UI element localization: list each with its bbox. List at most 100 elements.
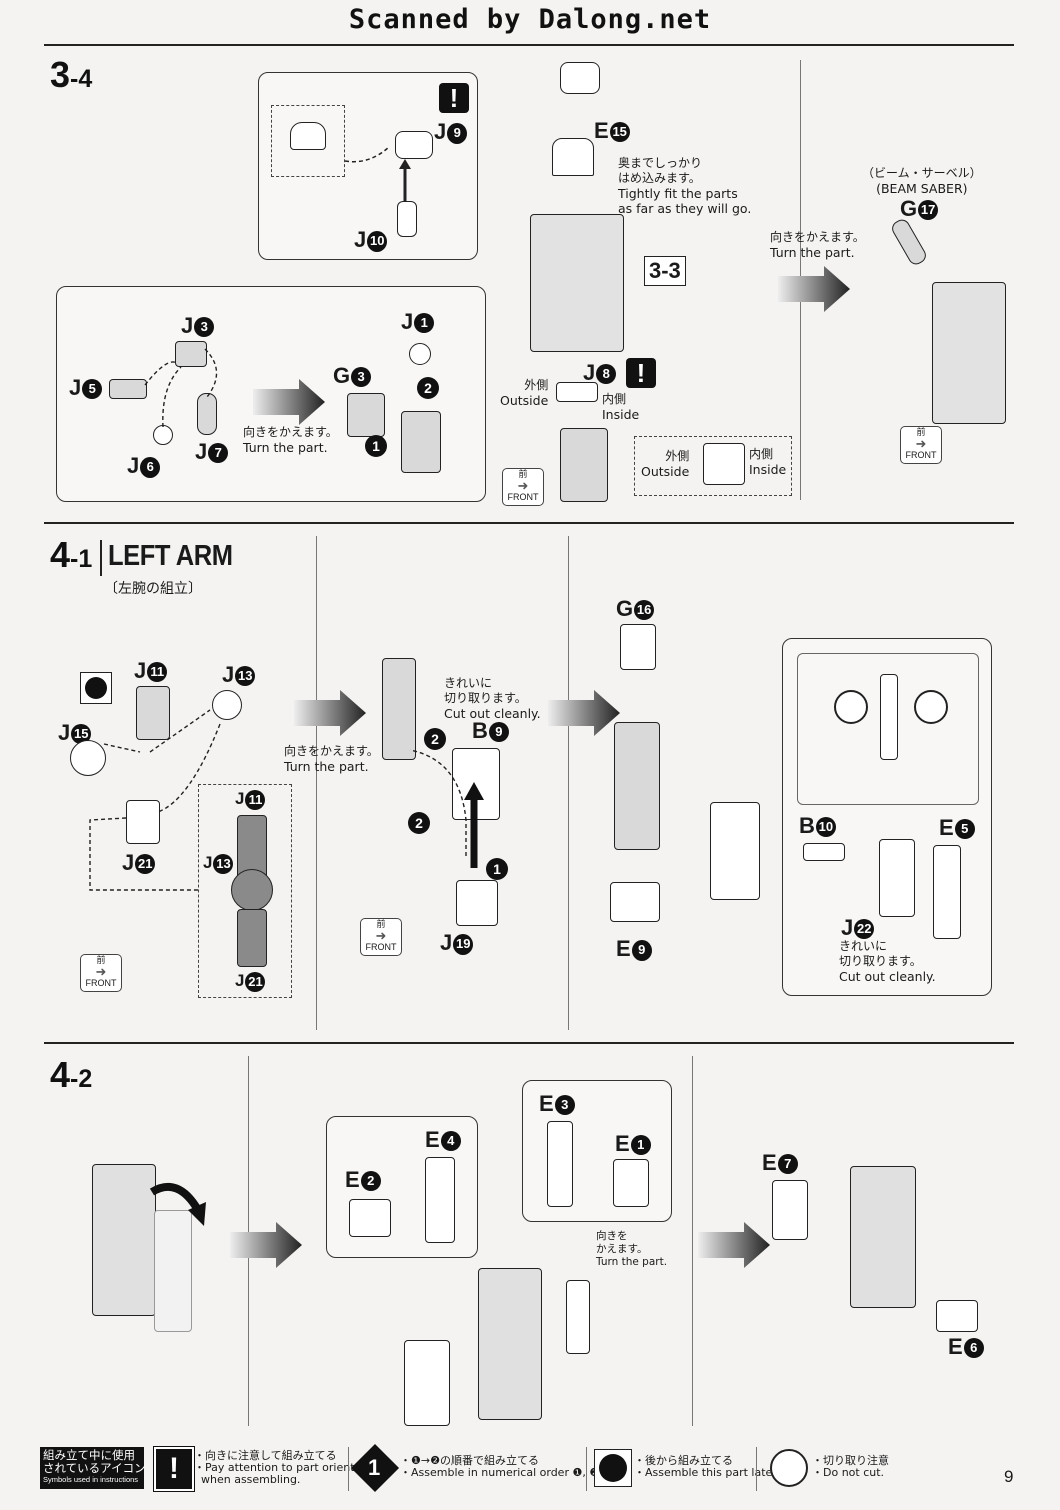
j22-piece [879,839,915,917]
rotate-arrow [149,1183,206,1226]
arm-assembly-center [478,1268,542,1420]
order-1-icon: 1 [365,435,387,457]
b10-piece [803,843,845,861]
turn-note-3: 向きを かえます。Turn the part. [596,1230,668,1268]
turn-note: 向きをかえます。Turn the part. [284,744,379,774]
legend-item-order: ・❶→❷の順番で組み立てる・Assemble in numerical orde… [400,1454,610,1479]
arm-assembly-rotating [92,1164,156,1316]
title-bar [100,540,102,576]
front-indicator: 前➜FRONT [360,918,402,956]
cut-note-2: きれいに 切り取ります。Cut out cleanly. [839,939,936,984]
arm-assembly [614,722,660,850]
torso-assembly [530,214,624,352]
ghost-part [154,1210,192,1332]
detail-inset [271,105,345,177]
legend-item-cut: ・切り取り注意・Do not cut. [812,1454,889,1479]
leg-piece [560,428,608,502]
ref-3-3: 3-3 [644,256,686,286]
legend-title: 組み立て中に使用 されているアイコン Symbols used in instr… [40,1447,146,1489]
beam-saber-piece [889,216,929,268]
j11-piece [136,686,170,740]
beam-saber-label: （ビーム・サーベル）(BEAM SABER) [862,166,982,196]
step-arrow [253,379,325,425]
j13-piece [212,690,242,720]
e6-piece [936,1300,978,1332]
e1-piece [613,1159,649,1207]
do-not-cut-icon [914,690,948,724]
outer-panel-right [566,1280,590,1354]
do-not-cut-inset [797,653,979,805]
orientation-warning-icon: ! [626,358,656,388]
left-arm-title: LEFT ARM [108,540,233,572]
order-2-icon: 2 [424,728,446,750]
step-arrow [548,690,620,736]
order-2-icon: 2 [417,377,439,399]
orientation-warning-icon: ! [439,83,469,113]
section-rule [44,522,1014,524]
g16-piece [620,624,656,670]
step-arrow [230,1222,302,1268]
step-arrow [698,1222,770,1268]
do-not-cut-icon [770,1449,808,1487]
forearm-piece [710,802,760,900]
part-j9-detail [560,62,600,94]
top-rule [44,44,1014,46]
j21-piece [126,800,160,844]
assemble-later-icon [594,1449,632,1487]
e9-piece [610,882,660,922]
assemble-later-icon [80,672,112,704]
arm-subassembly [382,658,416,760]
j8-piece [556,382,598,402]
section-rule [44,1042,1014,1044]
orientation-warning-icon: ! [153,1446,195,1492]
e7-piece [772,1180,808,1240]
section-divider [692,1056,693,1426]
step-arrow [294,690,366,736]
leg-assembly [932,282,1006,424]
order-2-icon: 2 [408,812,430,834]
legend-item-later: ・後から組み立てる・Assemble this part later. [634,1454,780,1479]
step-3-4-label: 3-4 [50,54,93,95]
icon-legend: 組み立て中に使用 されているアイコン Symbols used in instr… [40,1443,1015,1493]
turn-note-2: 向きをかえます。Turn the part. [770,230,865,260]
do-not-cut-icon [834,690,868,724]
section-divider [568,536,569,1030]
scan-credit-header: Scanned by Dalong.net [348,4,712,35]
front-indicator: 前➜FRONT [80,954,122,992]
e5-piece [933,845,961,939]
e15-piece [552,138,594,176]
